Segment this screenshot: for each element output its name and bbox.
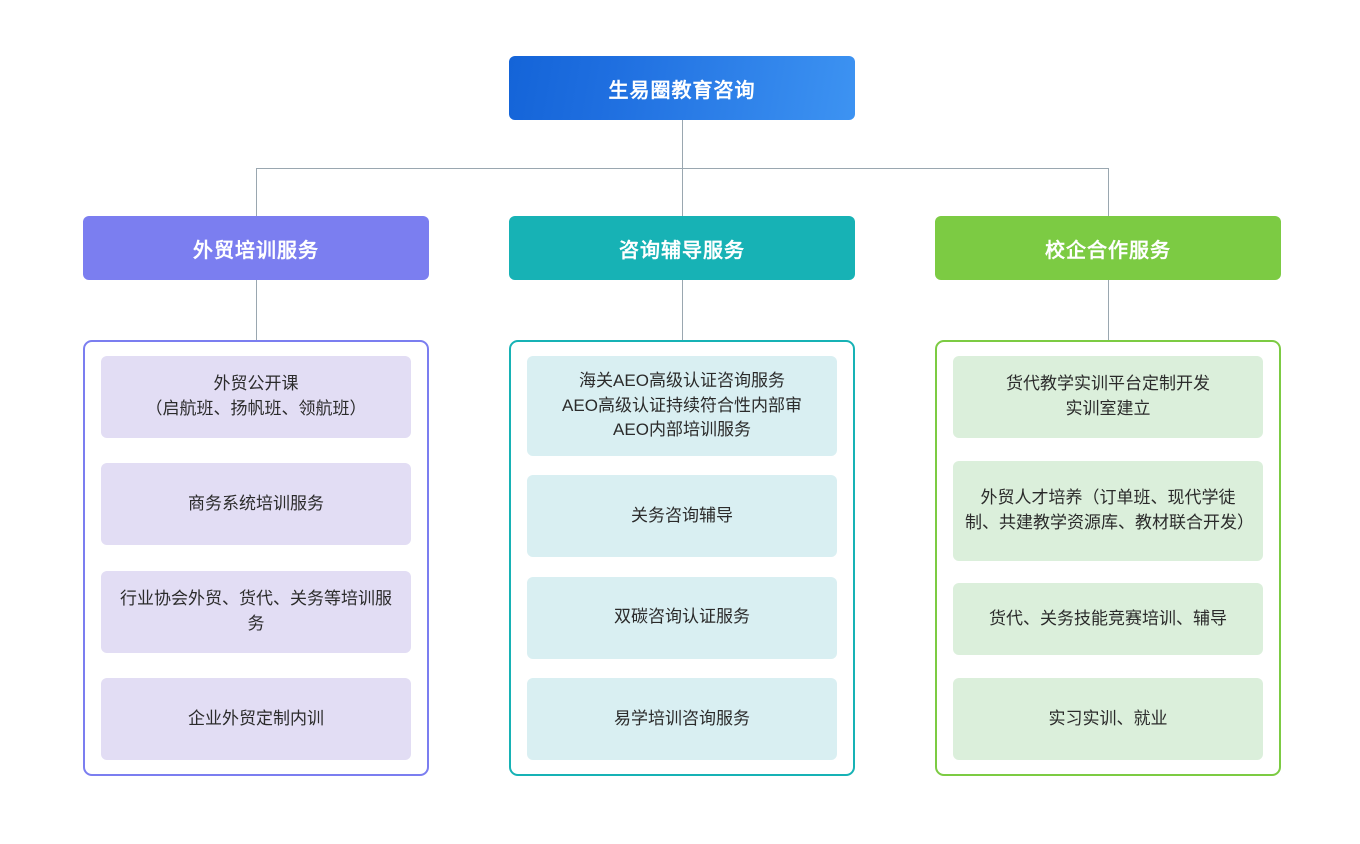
connector-branch-3-body [1108,280,1109,340]
connector-root-trunk [682,120,683,168]
leaf-item[interactable]: 企业外贸定制内训 [101,677,411,760]
leaf-item[interactable]: 易学培训咨询服务 [527,677,837,760]
branch-header-zixun-fudao[interactable]: 咨询辅导服务 [509,216,855,280]
root-node[interactable]: 生易圈教育咨询 [509,56,855,120]
leaf-item[interactable]: 海关AEO高级认证咨询服务 AEO高级认证持续符合性内部审 AEO内部培训服务 [527,356,837,456]
branch-body-waimao-peixun: 外贸公开课 （启航班、扬帆班、领航班） 商务系统培训服务 行业协会外贸、货代、关… [83,340,429,776]
branch-column-zixun-fudao: 咨询辅导服务 海关AEO高级认证咨询服务 AEO高级认证持续符合性内部审 AEO… [509,216,855,776]
leaf-item[interactable]: 双碳咨询认证服务 [527,576,837,659]
leaf-item[interactable]: 货代教学实训平台定制开发 实训室建立 [953,356,1263,438]
leaf-item[interactable]: 货代、关务技能竞赛培训、辅导 [953,583,1263,656]
connector-branch-1-body [256,280,257,340]
connector-drop-branch-1 [256,168,257,216]
branch-body-zixun-fudao: 海关AEO高级认证咨询服务 AEO高级认证持续符合性内部审 AEO内部培训服务 … [509,340,855,776]
leaf-item[interactable]: 外贸公开课 （启航班、扬帆班、领航班） [101,356,411,438]
connector-branch-2-body [682,280,683,340]
leaf-item[interactable]: 实习实训、就业 [953,677,1263,760]
branch-header-xiaoqi-hezuo[interactable]: 校企合作服务 [935,216,1281,280]
branch-body-xiaoqi-hezuo: 货代教学实训平台定制开发 实训室建立 外贸人才培养（订单班、现代学徒制、共建教学… [935,340,1281,776]
branch-column-xiaoqi-hezuo: 校企合作服务 货代教学实训平台定制开发 实训室建立 外贸人才培养（订单班、现代学… [935,216,1281,776]
leaf-item[interactable]: 商务系统培训服务 [101,463,411,546]
leaf-item[interactable]: 关务咨询辅导 [527,475,837,558]
connector-drop-branch-2 [682,168,683,216]
branch-header-waimao-peixun[interactable]: 外贸培训服务 [83,216,429,280]
connector-drop-branch-3 [1108,168,1109,216]
leaf-item[interactable]: 外贸人才培养（订单班、现代学徒制、共建教学资源库、教材联合开发） [953,460,1263,561]
leaf-item[interactable]: 行业协会外贸、货代、关务等培训服务 [101,570,411,653]
branch-column-waimao-peixun: 外贸培训服务 外贸公开课 （启航班、扬帆班、领航班） 商务系统培训服务 行业协会… [83,216,429,776]
